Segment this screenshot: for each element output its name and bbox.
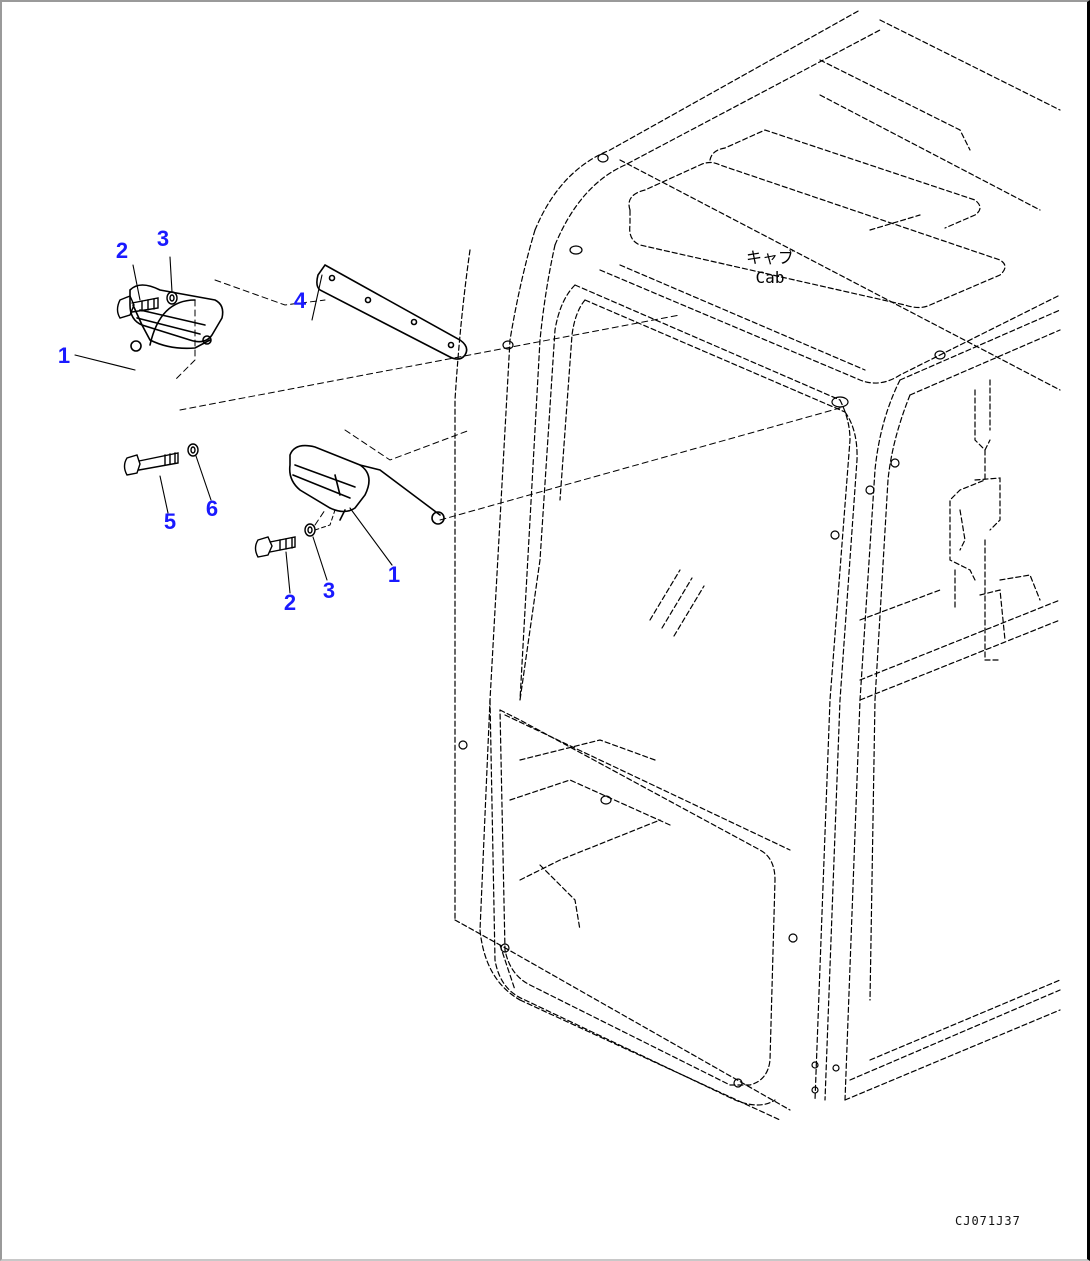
callout-6-washer: 6 [205, 496, 219, 521]
alignment-lines [174, 279, 841, 526]
cab-label-jp: キャブ [745, 248, 794, 267]
callout-3-upper-washer: 3 [156, 226, 170, 251]
bracket [316, 263, 468, 360]
callout-5-bolt: 5 [163, 509, 177, 534]
callout-2-upper-bolt: 2 [115, 238, 129, 263]
callout-1-lower-lamp: 1 [387, 562, 401, 587]
callout-3-lower-washer: 3 [322, 578, 336, 603]
washer-upper [166, 291, 178, 305]
bolt-upper [116, 295, 159, 319]
leader-lines [74, 256, 393, 594]
cab-label: キャブ Cab [738, 248, 802, 288]
callout-2-lower-bolt: 2 [283, 590, 297, 615]
bolt-lower [254, 536, 296, 558]
lamp-lower [288, 444, 445, 525]
callout-4-bracket: 4 [293, 288, 307, 313]
bolt-5 [123, 452, 179, 476]
cab-fixings [458, 153, 946, 1094]
washer-lower [304, 523, 316, 537]
cab-outline [454, 9, 1061, 1121]
figure-code: CJ071J37 [955, 1214, 1021, 1228]
callout-1-upper-lamp: 1 [57, 343, 71, 368]
lamp-upper [129, 284, 224, 352]
cab-label-en: Cab [755, 268, 785, 287]
washer-6 [187, 443, 199, 457]
